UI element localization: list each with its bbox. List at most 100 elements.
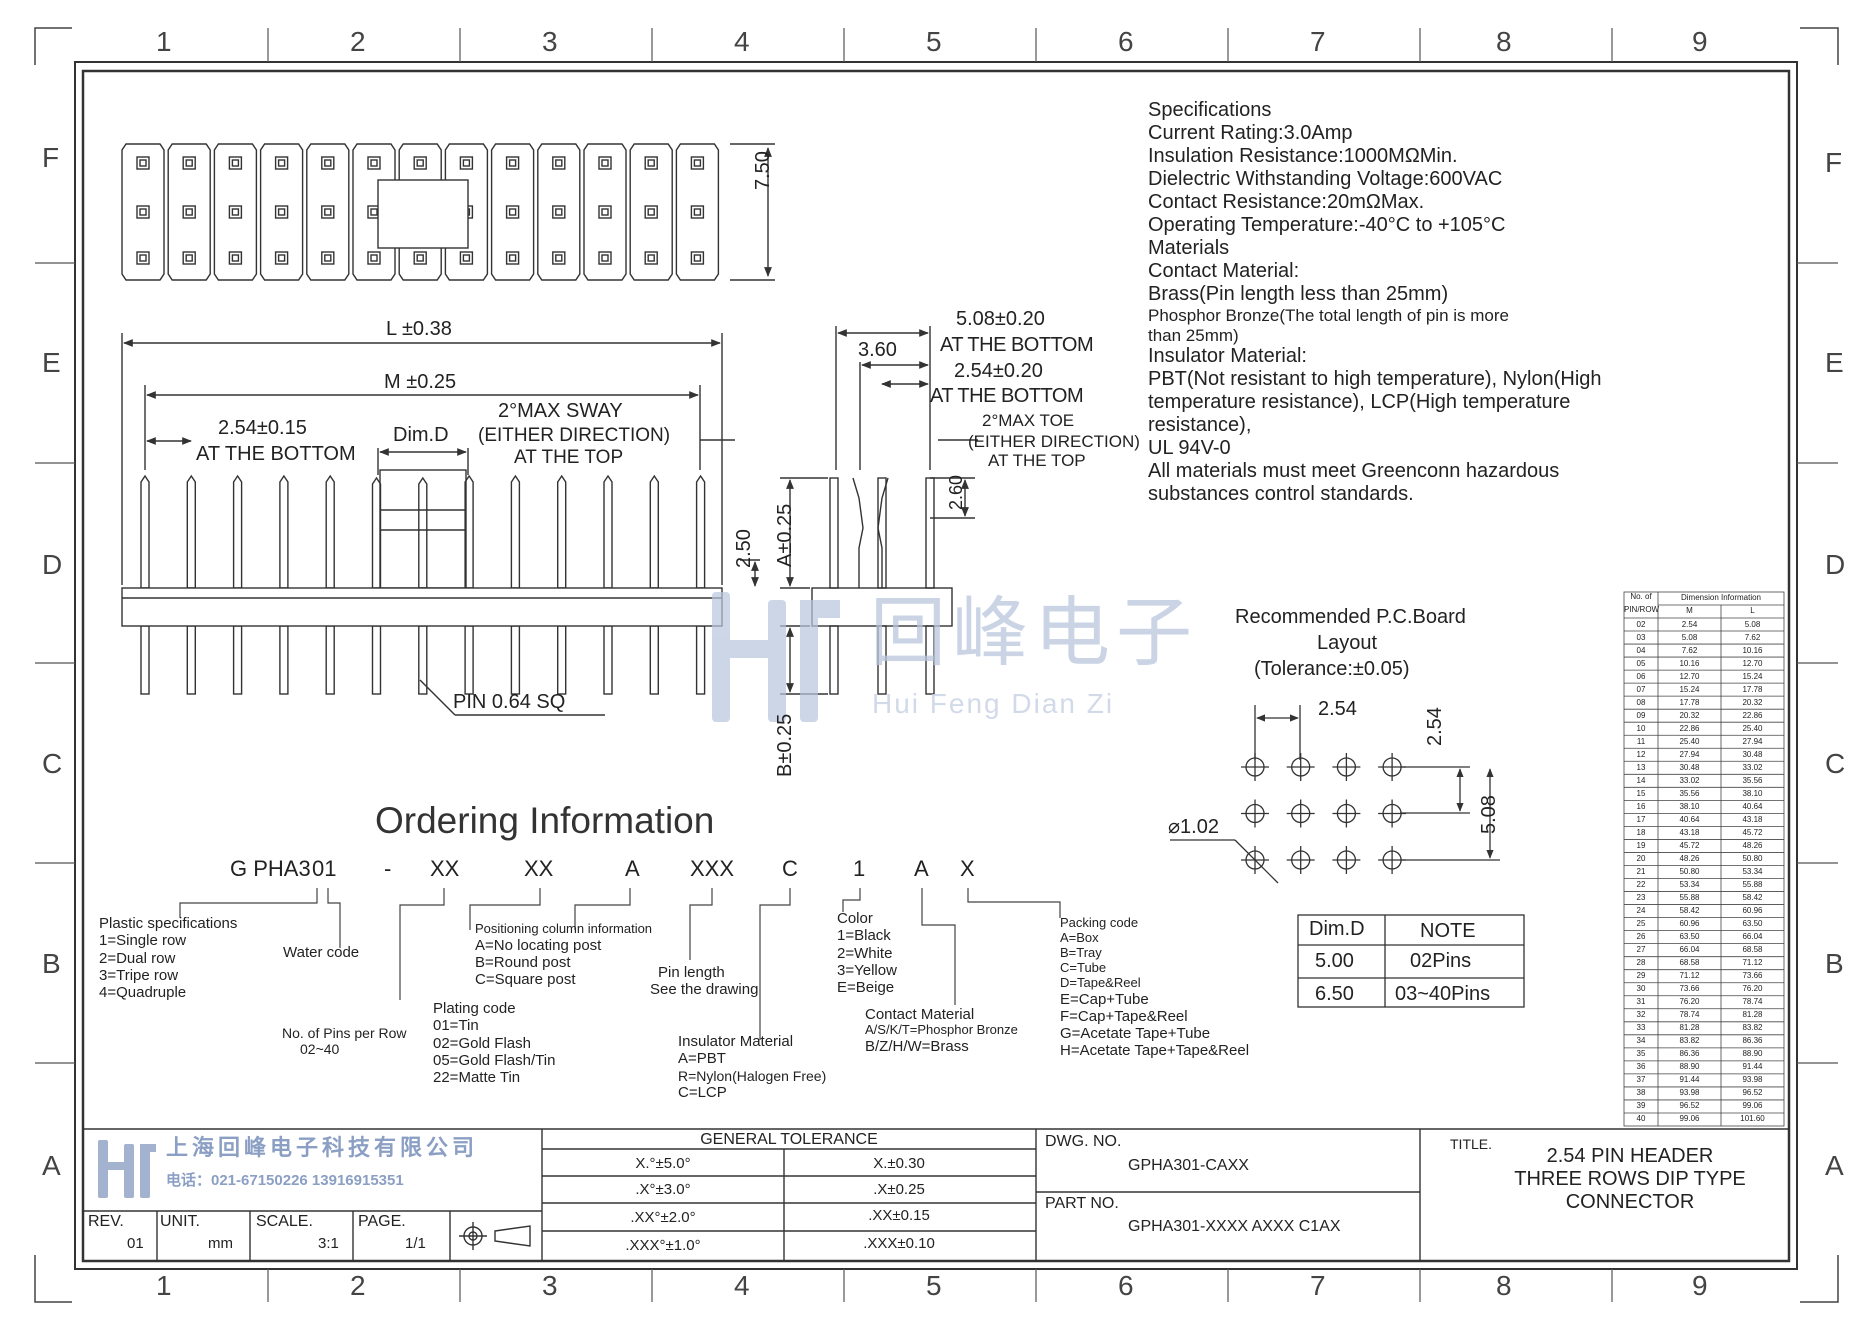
legend-line: E=Cap+Tube	[1060, 990, 1149, 1008]
dim-table-cell: 10.16	[1679, 658, 1700, 668]
dim-table-cell: 68.58	[1742, 945, 1763, 955]
pins-per-row-legend: No. of Pins per Row 02~40	[282, 1025, 407, 1057]
dim-table-cell: 15.24	[1742, 671, 1763, 681]
legend-line: 1=Black	[837, 927, 891, 945]
col-label: 2	[350, 26, 366, 57]
dim-table-cell: 28	[1636, 958, 1646, 968]
dim-table-cell: 17.78	[1742, 684, 1763, 694]
dim-table-cell: 25.40	[1742, 723, 1763, 733]
spec-line: Contact Resistance:20mΩMax.	[1148, 191, 1425, 213]
dim-B: B±0.25	[774, 713, 796, 777]
grid-ticks	[35, 28, 1838, 1302]
spec-line: Brass(Pin length less than 25mm)	[1148, 283, 1449, 305]
dim-table-cell: 33.02	[1679, 775, 1700, 785]
dim-at-bottom: AT THE BOTTOM	[940, 334, 1094, 356]
watermark-logo	[712, 592, 840, 722]
scale-value: 3:1	[318, 1235, 339, 1252]
col-label: 7	[1310, 1270, 1326, 1301]
insulator-legend: Insulator Material A=PBT R=Nylon(Halogen…	[678, 1033, 826, 1101]
dim-table-cell: 91.44	[1679, 1075, 1700, 1085]
dim-table-header: No. of	[1630, 592, 1652, 601]
dim-table-cell: 43.18	[1742, 814, 1763, 824]
plating-legend: Plating code 01=Tin 02=Gold Flash 05=Gol…	[433, 1000, 555, 1086]
spec-line: than 25mm)	[1148, 325, 1239, 345]
pcb-row-span: 5.08	[1478, 795, 1500, 834]
top-cell	[490, 143, 535, 281]
page-label: PAGE.	[358, 1213, 406, 1230]
legend-line: R=Nylon(Halogen Free)	[678, 1067, 827, 1084]
code-part: C	[782, 856, 798, 881]
pcb-hole	[1332, 846, 1361, 874]
dim-table-cell: 36	[1636, 1062, 1646, 1072]
dim-table-cell: 04	[1636, 645, 1646, 655]
dim-table-cell: 24	[1636, 906, 1646, 916]
legend-line: Color	[837, 910, 873, 927]
dim-table-cell: 58.42	[1679, 906, 1700, 916]
dim-height: 7.50	[752, 151, 774, 190]
spec-line: PBT(Not resistant to high temperature), …	[1148, 368, 1602, 391]
drawing-title: 2.54 PIN HEADER THREE ROWS DIP TYPE CONN…	[1480, 1145, 1780, 1214]
dim-table-cell: 29	[1636, 971, 1646, 981]
col-label: 1	[156, 26, 172, 57]
dim-table-cell: 06	[1636, 671, 1646, 681]
row-label: C	[42, 748, 63, 779]
row-label: F	[1825, 147, 1843, 178]
spec-line: Phosphor Bronze(The total length of pin …	[1148, 306, 1509, 325]
legend-line: 01=Tin	[433, 1017, 479, 1035]
plastic-spec-legend: Plastic specifications 1=Single row 2=Du…	[99, 915, 237, 1001]
top-cell	[675, 143, 720, 281]
col-label: 5	[926, 26, 942, 57]
legend-line: Plastic specifications	[99, 915, 238, 932]
dim-table-cell: 7.62	[1744, 632, 1761, 642]
dim-table-cell: 03	[1636, 632, 1646, 642]
dim-table-cell: 83.82	[1679, 1036, 1700, 1046]
col-label: 9	[1692, 1270, 1708, 1301]
side-pin	[232, 474, 243, 695]
pcb-hole	[1332, 799, 1361, 828]
dim-table-cell: 76.20	[1742, 984, 1763, 994]
spec-line: substances control standards.	[1148, 483, 1414, 506]
legend-line: Insulator Material	[678, 1033, 794, 1050]
row-label: B	[1825, 948, 1844, 979]
dim-table-cell: 35.56	[1679, 788, 1700, 798]
code-part: X	[960, 856, 975, 881]
dim-table-cell: 27.94	[1742, 736, 1763, 746]
spec-line: UL 94V-0	[1148, 437, 1231, 460]
dim-table-cell: 22.86	[1742, 710, 1763, 720]
code-part: -	[384, 856, 392, 881]
legend-line: B/Z/H/W=Brass	[865, 1038, 969, 1056]
dim-table-cell: 38	[1636, 1088, 1646, 1098]
dim-table-cell: 10	[1636, 723, 1646, 733]
dim-table-cell: 5.08	[1744, 619, 1761, 629]
tol-cell: X.±0.30	[873, 1155, 925, 1172]
legend-line: G=Acetate Tape+Tube	[1060, 1025, 1211, 1043]
dim-table-cell: 25	[1636, 919, 1646, 929]
legend-line: 1=Single row	[99, 932, 187, 950]
dim-table-cell: 20	[1636, 853, 1646, 863]
col-label: 8	[1496, 26, 1512, 57]
spec-line: Materials	[1148, 237, 1230, 259]
dim-at-bottom: AT THE BOTTOM	[196, 443, 356, 465]
side-pin	[557, 474, 567, 695]
dim-table-cell: 45.72	[1679, 840, 1700, 850]
dim-A: A±0.25	[774, 503, 796, 567]
water-code-legend: Water code	[283, 944, 360, 961]
dim-table-cell: 66.04	[1679, 945, 1700, 955]
spec-line: Specifications	[1148, 99, 1272, 121]
dim-table-cell: 50.80	[1742, 853, 1763, 863]
legend-line: Plating code	[433, 1000, 516, 1017]
ordering-leaders	[179, 888, 1061, 1040]
dim-table-cell: 78.74	[1679, 1010, 1700, 1020]
dim-table-cell: 76.20	[1679, 997, 1700, 1007]
tol-cell: X.°±5.0°	[635, 1155, 691, 1172]
legend-line: E=Beige	[837, 979, 895, 996]
legend-line: A=Box	[1060, 929, 1099, 945]
unit-label: UNIT.	[160, 1213, 200, 1230]
dim-table-cell: 40	[1636, 1114, 1646, 1124]
dim-table-cell: 26	[1636, 932, 1646, 942]
code-part: XXX	[690, 856, 735, 881]
dim-table-cell: 30.48	[1742, 749, 1763, 759]
inner-border	[81, 69, 1791, 1263]
pcb-hole	[1286, 799, 1315, 828]
